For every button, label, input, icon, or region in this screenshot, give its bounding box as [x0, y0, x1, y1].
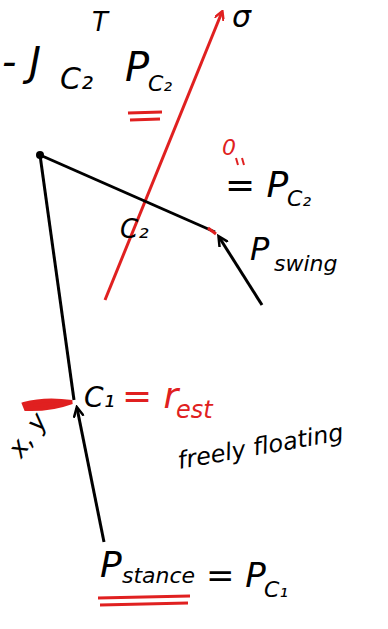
note: freely floating: [176, 419, 346, 474]
force-label: P: [100, 545, 122, 585]
underline: [98, 596, 190, 598]
formula-term: = P: [206, 557, 266, 594]
underline: [130, 119, 160, 120]
coordinate-label: x, y: [2, 407, 53, 462]
stance-leg: [40, 155, 74, 400]
subscript: C₁: [264, 578, 288, 602]
force-label: P: [250, 232, 269, 267]
underline: [128, 112, 162, 113]
formula-term: = P: [225, 165, 288, 205]
point-label: C₂: [120, 215, 149, 244]
estimate-label: = r: [122, 376, 178, 416]
tick-mark: [242, 158, 244, 165]
force-symbol: σ: [232, 0, 251, 33]
formula-term: P: [125, 45, 149, 89]
contact-mark: [208, 228, 216, 234]
subscript: C₂: [60, 62, 93, 95]
subscript: swing: [274, 252, 337, 276]
subscript: stance: [122, 564, 195, 588]
underline: [100, 603, 188, 605]
force-arrow: [105, 12, 222, 300]
zero-note: 0: [222, 136, 236, 160]
subscript: est: [176, 397, 213, 423]
tick-mark: [236, 158, 238, 165]
superscript: T: [92, 8, 108, 37]
subscript: C₂: [287, 187, 311, 211]
formula-term: - J: [2, 40, 41, 84]
subscript: C₂: [148, 72, 172, 96]
point-label: C₁: [84, 383, 115, 414]
stance-arrow: [77, 408, 104, 542]
